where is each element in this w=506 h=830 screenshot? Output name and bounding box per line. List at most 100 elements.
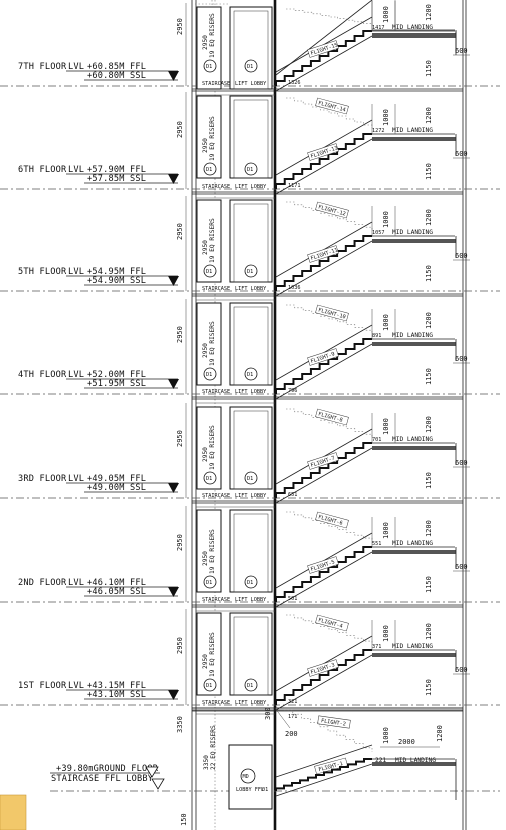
flight-tag-up: FLIGHT-9 (307, 348, 339, 366)
floor-lvl: LVL (68, 474, 84, 484)
door-tag-right (244, 471, 258, 485)
floor-ssl: +54.90M SSL (87, 276, 146, 286)
floor-ssl: +60.80M SSL (87, 71, 146, 81)
floor-name: 5TH FLOOR (18, 267, 67, 277)
flight-tag-down: FLIGHT-8 (315, 408, 349, 426)
lower-dim: 1150 (425, 679, 433, 696)
down-flight-steps (286, 201, 373, 230)
door-left-label: D1 (206, 476, 212, 482)
floor-name: 4TH FLOOR (18, 370, 67, 380)
lobby-door-frame (229, 6, 273, 90)
floor-ssl: +51.95M SSL (87, 379, 146, 389)
down-flight-steps (286, 97, 373, 128)
door-tag-left (203, 471, 217, 485)
bottom-dim: 150 (180, 813, 188, 826)
lower-dim: 1150 (425, 368, 433, 385)
flight-tag-up: FLIGHT-7 (307, 452, 339, 470)
lobby-label: LIFT LOBBY (235, 184, 267, 190)
floor-ssl: +43.10M SSL (87, 690, 146, 700)
door-left-label: D1 (206, 580, 212, 586)
rail-dim-b: 1200 (425, 520, 433, 537)
risers-dim: 2950 (202, 343, 209, 358)
mid-landing-label: MID LANDING (392, 229, 433, 236)
floor-height-dim: 2950 (176, 223, 184, 240)
floor-lvl: LVL (68, 578, 84, 588)
riser-bottom-number: 321 (288, 699, 297, 705)
risers-dim: 2950 (202, 654, 209, 669)
mid-landing-label: MID LANDING (392, 436, 433, 443)
mid-landing-slab (372, 342, 456, 346)
door-tag-left (203, 678, 217, 692)
ground-level-marker (145, 766, 159, 778)
risers-count: 19 EQ RISERS (209, 425, 216, 470)
up-flight-steps (275, 133, 372, 189)
floor-ssl: +49.00M SSL (87, 483, 146, 493)
door-right-label: D1 (247, 167, 253, 173)
landing-dim: 600 (455, 47, 468, 55)
rail-dim-b: 1200 (425, 312, 433, 329)
risers-dim: 2950 (202, 138, 209, 153)
rail-dim-b: 1200 (425, 4, 433, 21)
level-marker (168, 379, 179, 389)
landing-dim: 600 (455, 150, 468, 158)
ground-mid-landing: MID LANDING (395, 757, 436, 764)
floor-lvl: LVL (68, 267, 84, 277)
down-flight-steps (286, 408, 373, 437)
door-tag-left (203, 575, 217, 589)
floor-height-dim: 2950 (176, 326, 184, 343)
floor-name: 1ST FLOOR (18, 681, 67, 691)
door-right-label: D1 (247, 269, 253, 275)
floor-height-dim: 2950 (176, 534, 184, 551)
floor-name: 2ND FLOOR (18, 578, 67, 588)
level-marker (168, 483, 179, 493)
floor-height-dim: 2950 (176, 637, 184, 654)
mid-landing-label: MID LANDING (392, 24, 433, 31)
lobby-label: LIFT LOBBY (235, 700, 267, 706)
floor-lvl: LVL (68, 165, 84, 175)
up-flight-steps (275, 30, 372, 86)
risers-dim: 2950 (202, 35, 209, 50)
mid-landing-slab (372, 137, 456, 141)
floor-name: 7TH FLOOR (18, 62, 67, 72)
riser-bottom-number: 796 (288, 388, 297, 394)
rail-dim-a: 1000 (382, 211, 390, 228)
flight-tag-up: FLIGHT-5 (307, 556, 339, 574)
door-tag-left (203, 59, 217, 73)
door-tag-right (244, 678, 258, 692)
staircase-label: STAIRCASE (202, 493, 230, 499)
ground-up-flight-steps (275, 758, 372, 791)
risers-count: 19 EQ RISERS (209, 116, 216, 161)
svg-text:FLIGHT-2: FLIGHT-2 (321, 718, 347, 727)
door-left-label: D1 (206, 683, 212, 689)
floor-height-dim: 2950 (176, 121, 184, 138)
door-tag-right (244, 367, 258, 381)
landing-dim: 600 (455, 252, 468, 260)
rail-dim-a: 1000 (382, 522, 390, 539)
mid-landing-slab (372, 34, 456, 38)
down-flight-steps (286, 511, 373, 541)
highlight-swatch (0, 794, 27, 830)
lobby-label: LIFT LOBBY (235, 286, 267, 292)
riser-top-number: 371 (372, 644, 381, 650)
landing-dim: 600 (455, 666, 468, 674)
riser-top-number: 701 (372, 437, 381, 443)
flight-tag-down: FLIGHT-6 (315, 511, 349, 529)
door-right-label: D1 (247, 476, 253, 482)
door-left-label: D1 (206, 269, 212, 275)
up-flight-steps (275, 649, 372, 705)
level-marker (168, 71, 179, 81)
rail-dim-b: 1200 (425, 107, 433, 124)
riser-bottom-number: 1036 (288, 285, 301, 291)
floor-height-dim: 2950 (176, 18, 184, 35)
level-marker (168, 690, 179, 700)
floor-ffl: +49.05M FFL (87, 474, 146, 484)
door-left-label: D1 (206, 167, 212, 173)
ground-floor-level: +39.80mGROUND FLOOR (56, 764, 159, 774)
risers-count: 19 EQ RISERS (209, 218, 216, 263)
lower-dim: 1150 (425, 472, 433, 489)
door-right-label: D1 (247, 580, 253, 586)
